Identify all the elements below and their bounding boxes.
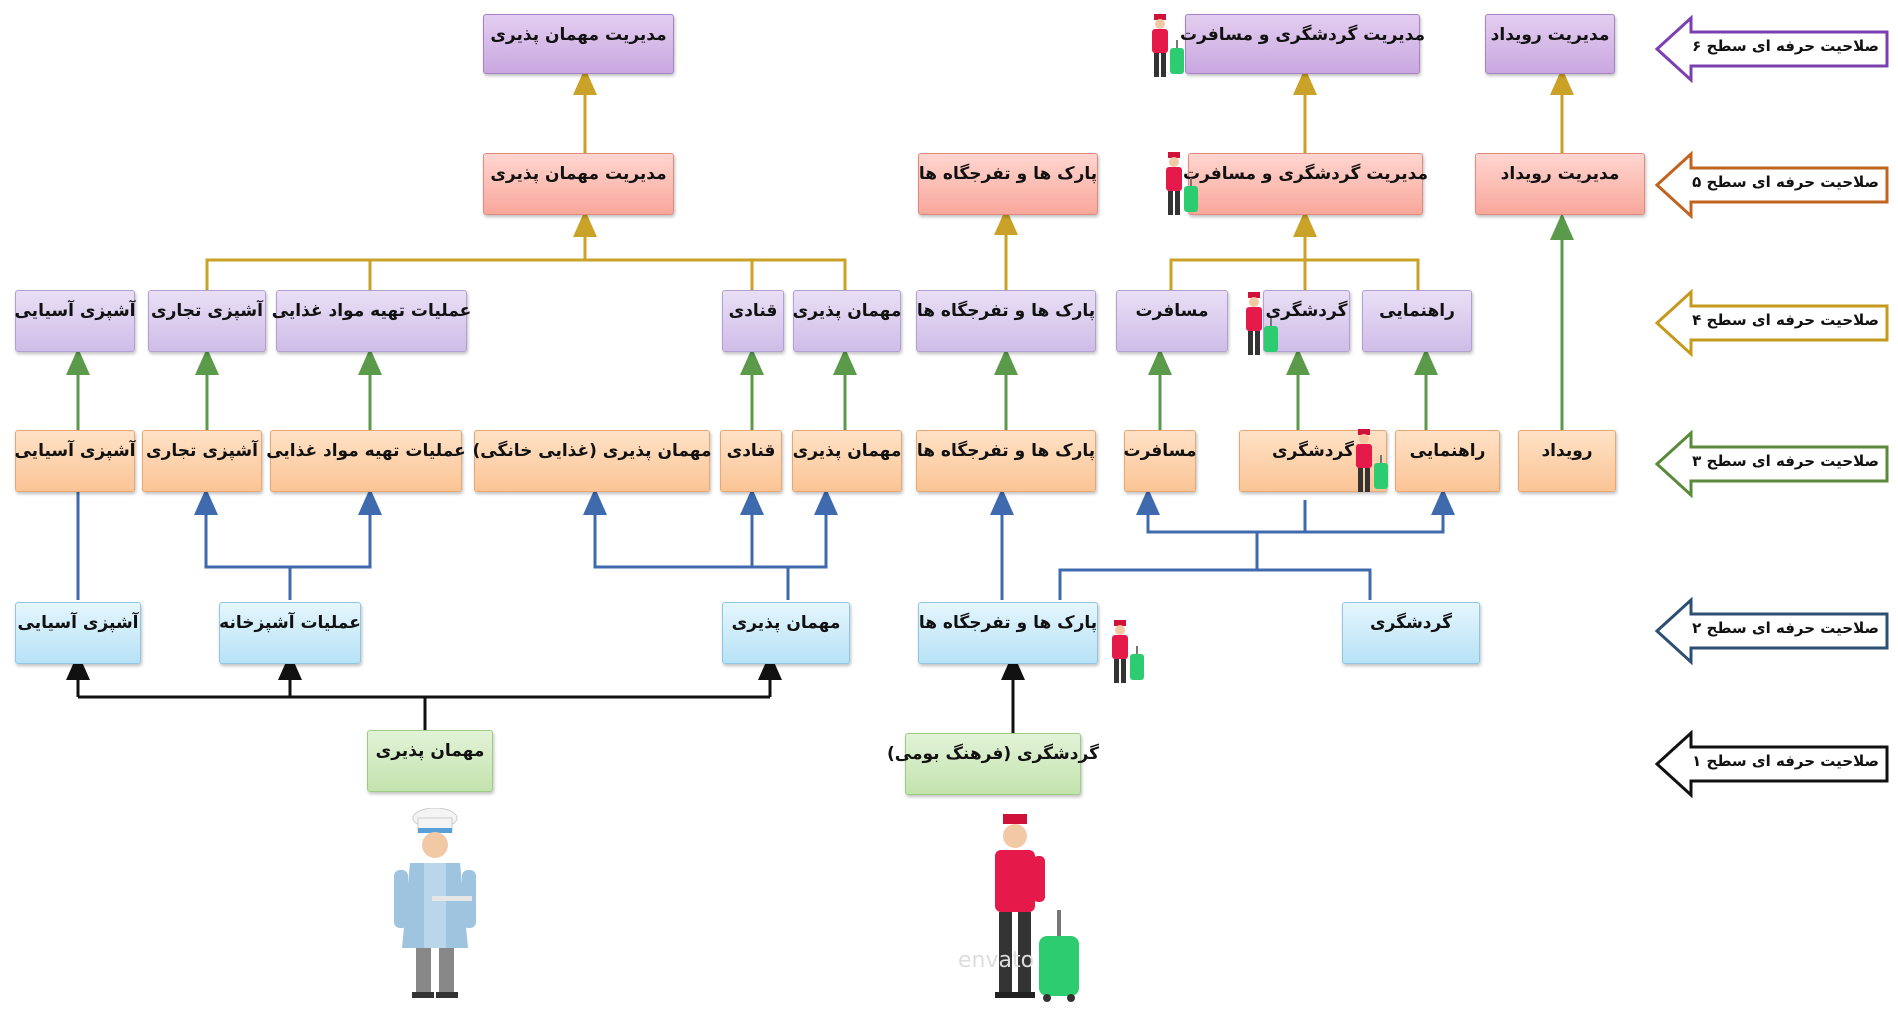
- l4-travel: مسافرت: [1116, 290, 1228, 352]
- l3-commercial-cooking: آشپزی تجاری: [142, 430, 262, 492]
- level-4-arrow: صلاحیت حرفه ای سطح ۴: [1655, 288, 1895, 358]
- bellhop-luggage-icon: [1152, 14, 1184, 77]
- l3-food-prep: عملیات تهیه مواد غذایی: [266, 430, 466, 492]
- l4-commercial-cooking: آشپزی تجاری: [148, 290, 266, 352]
- level-2-label: صلاحیت حرفه ای سطح ۲: [1692, 619, 1879, 637]
- l2-tourism: گردشگری: [1342, 602, 1480, 664]
- l1-hospitality: مهمان پذیری: [367, 730, 493, 792]
- chef-figure-icon: [394, 808, 476, 998]
- l3-hospitality: مهمان پذیری: [792, 430, 902, 492]
- bellhop-luggage-icon: [1356, 429, 1388, 492]
- l2-kitchen-ops: عملیات آشپزخانه: [219, 602, 361, 664]
- l3-parks: پارک ها و تفرجگاه ها: [916, 430, 1096, 492]
- level-5-label: صلاحیت حرفه ای سطح ۵: [1692, 173, 1879, 191]
- l4-food-prep: عملیات تهیه مواد غذایی: [272, 290, 471, 352]
- l4-hospitality: مهمان پذیری: [793, 290, 901, 352]
- l4-guiding: راهنمایی: [1362, 290, 1472, 352]
- bellhop-luggage-icon: [995, 814, 1079, 1002]
- l6-tourism-travel-management: مدیریت گردشگری و مسافرت: [1180, 14, 1425, 74]
- l4-pastry: قنادی: [722, 290, 784, 352]
- l5-hospitality-management: مدیریت مهمان پذیری: [483, 153, 674, 215]
- level-6-arrow: صلاحیت حرفه ای سطح ۶: [1655, 14, 1895, 84]
- watermark: envato: [958, 948, 1035, 973]
- l3-pastry: قنادی: [720, 430, 782, 492]
- l3-asian-cooking: آشپزی آسیایی: [14, 430, 136, 492]
- l1-tourism-local-culture: گردشگری (فرهنگ بومی): [887, 733, 1099, 795]
- l6-event-management: مدیریت رویداد: [1485, 14, 1615, 74]
- l5-parks: پارک ها و تفرجگاه ها: [918, 153, 1098, 215]
- bellhop-luggage-icon: [1112, 620, 1144, 683]
- bellhop-luggage-icon: [1246, 292, 1278, 355]
- l2-hospitality: مهمان پذیری: [722, 602, 850, 664]
- level-1-arrow: صلاحیت حرفه ای سطح ۱: [1655, 729, 1895, 799]
- l6-hospitality-management: مدیریت مهمان پذیری: [483, 14, 674, 74]
- level-5-arrow: صلاحیت حرفه ای سطح ۵: [1655, 150, 1895, 220]
- l5-event-management: مدیریت رویداد: [1475, 153, 1645, 215]
- l4-asian-cooking: آشپزی آسیایی: [14, 290, 136, 352]
- l2-parks: پارک ها و تفرجگاه ها: [918, 602, 1098, 664]
- bellhop-luggage-icon: [1166, 152, 1198, 215]
- level-4-label: صلاحیت حرفه ای سطح ۴: [1692, 311, 1879, 329]
- l3-travel: مسافرت: [1124, 430, 1197, 492]
- level-1-label: صلاحیت حرفه ای سطح ۱: [1692, 752, 1879, 770]
- level-3-arrow: صلاحیت حرفه ای سطح ۳: [1655, 429, 1895, 499]
- level-3-label: صلاحیت حرفه ای سطح ۳: [1692, 452, 1879, 470]
- l3-guiding: راهنمایی: [1395, 430, 1500, 492]
- l3-homestay: مهمان پذیری (غذایی خانگی): [472, 430, 712, 492]
- l2-asian-cooking: آشپزی آسیایی: [15, 602, 141, 664]
- level-2-arrow: صلاحیت حرفه ای سطح ۲: [1655, 596, 1895, 666]
- l4-parks: پارک ها و تفرجگاه ها: [916, 290, 1096, 352]
- l5-tourism-travel-management: مدیریت گردشگری و مسافرت: [1183, 153, 1428, 215]
- l3-event: رویداد: [1518, 430, 1616, 492]
- level-6-label: صلاحیت حرفه ای سطح ۶: [1692, 37, 1879, 55]
